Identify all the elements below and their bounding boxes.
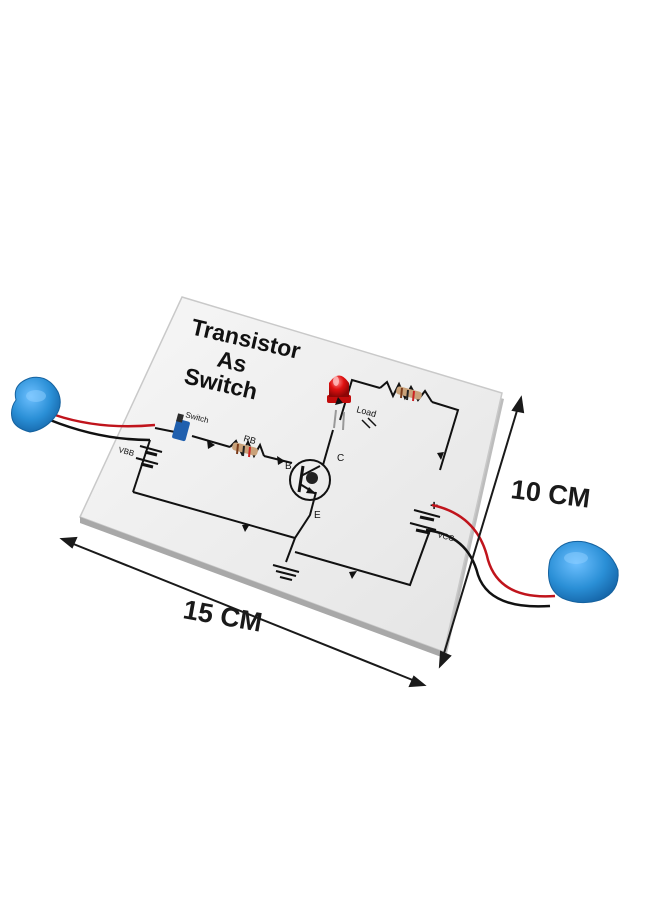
label-vbb: VBB — [117, 445, 135, 458]
battery-clip-left — [11, 376, 156, 442]
dimension-width-arrow — [59, 536, 427, 688]
dimension-height-arrow — [438, 395, 525, 669]
resistor-load — [379, 380, 433, 403]
title-line-2: As — [215, 346, 250, 378]
transistor-symbol — [289, 459, 331, 501]
current-direction-arrows — [207, 397, 444, 579]
label-rb: RB — [242, 433, 257, 446]
led-load — [327, 375, 377, 431]
switch — [172, 413, 190, 442]
dimension-height-label: 10 CM — [509, 474, 592, 513]
dimension-width-label: 15 CM — [181, 594, 265, 637]
battery-vbb-symbol — [135, 445, 163, 469]
label-base: B — [285, 461, 292, 472]
resistor-rb — [229, 439, 265, 459]
label-emitter: E — [314, 510, 321, 521]
battery-clip-right — [425, 503, 619, 608]
circuit-schematic — [132, 378, 460, 587]
label-collector: C — [337, 453, 344, 464]
battery-vcc-symbol — [409, 509, 441, 535]
